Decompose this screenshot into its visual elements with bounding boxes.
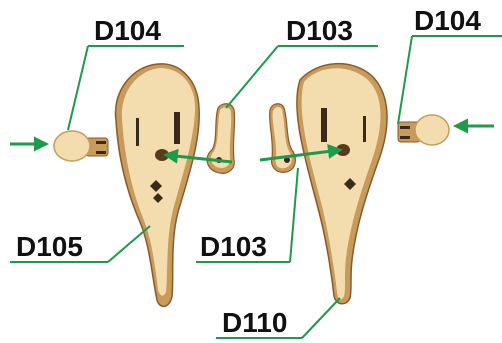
d110-slot [321, 108, 327, 142]
label-d110: D110 [222, 307, 287, 338]
part-d103-right [270, 104, 296, 173]
leader-d103-bottom-diag [290, 168, 298, 262]
label-d103-top: D103 [286, 15, 353, 46]
label-d104-right: D104 [414, 5, 481, 36]
d105-slot [174, 112, 180, 144]
d110-slot [363, 116, 366, 142]
label-d104-left: D104 [94, 15, 161, 46]
leader-d104-right-diag [398, 36, 412, 124]
leader-d105-diag [108, 226, 150, 262]
leader-d103-top-diag [226, 46, 278, 108]
part-d104-right [398, 115, 449, 145]
part-d105 [115, 64, 199, 307]
label-d103-bottom: D103 [200, 231, 267, 262]
part-d110 [297, 64, 387, 304]
part-d104-left [54, 131, 108, 161]
d105-slot [136, 118, 139, 146]
label-d105: D105 [16, 231, 83, 262]
leader-d110-diag [302, 298, 340, 338]
leader-d104-left-diag [68, 46, 88, 130]
